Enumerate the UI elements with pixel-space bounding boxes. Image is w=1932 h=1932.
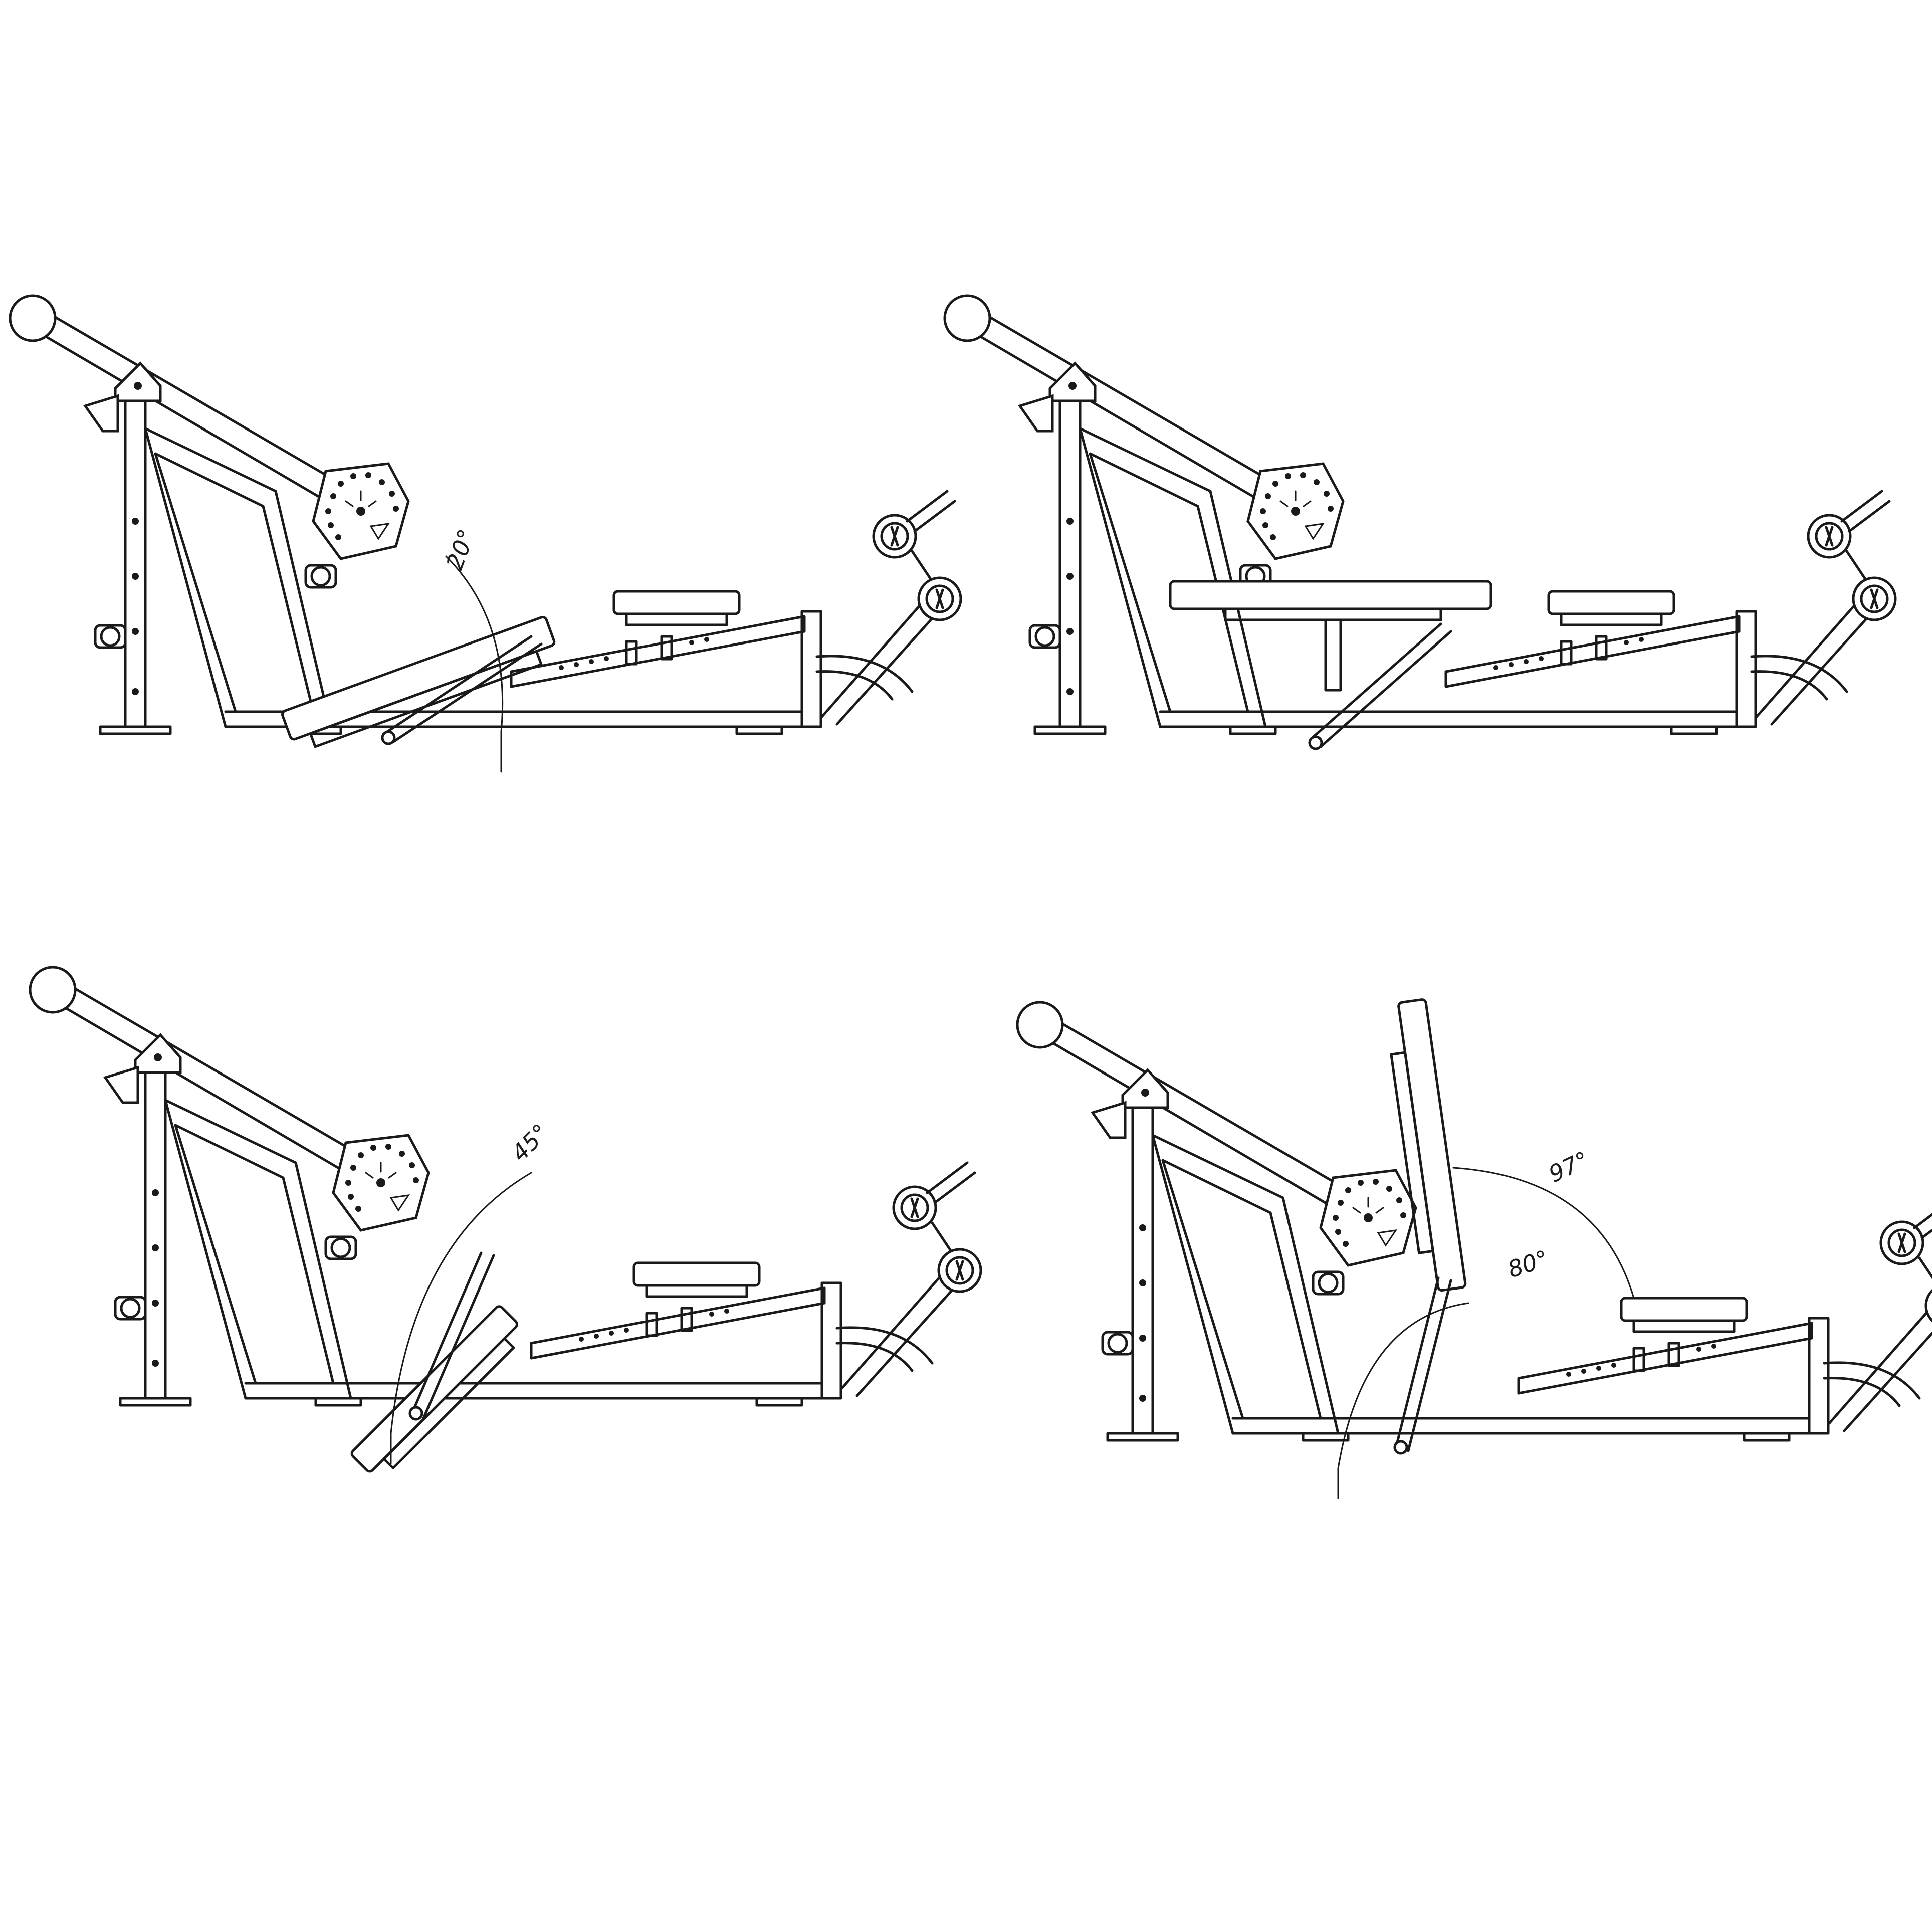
view-d-bench-upright: 80° 97° (1017, 998, 1932, 1499)
view-d-angle-label-97: 97° (1545, 1146, 1593, 1188)
view-b-bench-flat (945, 296, 1895, 750)
view-a-bench-20-degrees: 20° (10, 296, 961, 773)
view-c-bench-45-degrees: 45° (30, 967, 981, 1473)
view-d-angle-label-80: 80° (1505, 1245, 1552, 1283)
view-a-angle-label: 20° (441, 526, 481, 573)
view-c-angle-label: 45° (506, 1119, 554, 1167)
